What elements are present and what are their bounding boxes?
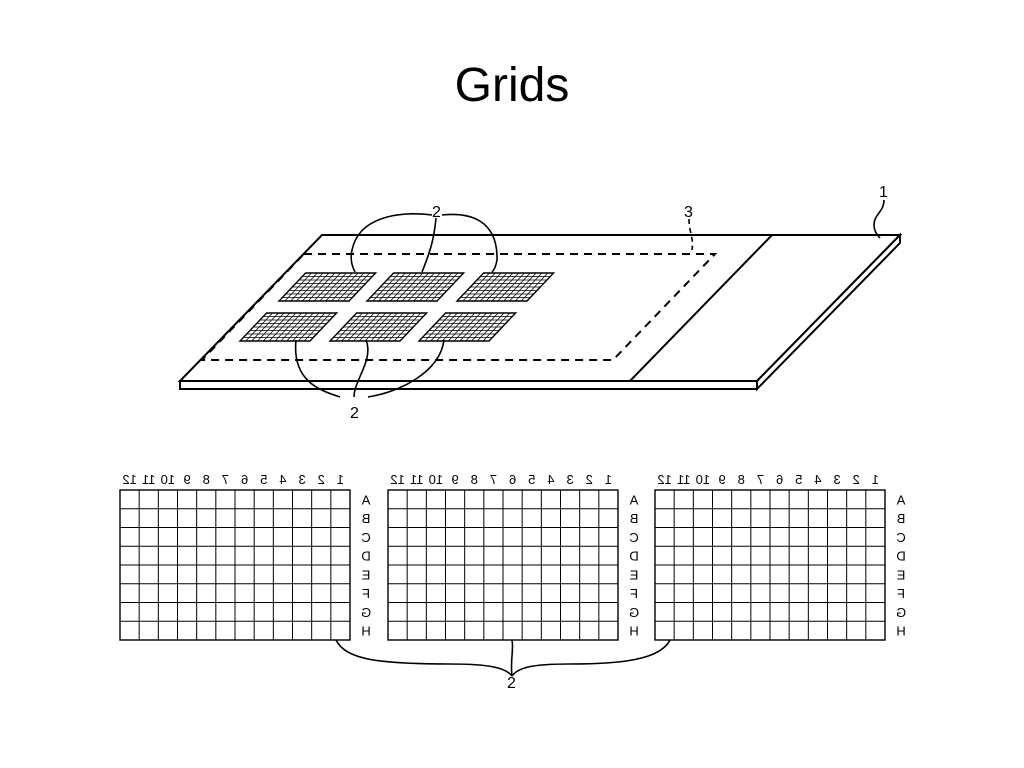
- leader-ref-2-mid-left: [294, 339, 341, 398]
- label-area-divider: [629, 234, 773, 382]
- bottom-brace: [335, 639, 671, 677]
- column-label: 1: [337, 472, 344, 487]
- row-label: B: [362, 511, 371, 526]
- slide-grid: [277, 272, 378, 302]
- slide-front-edge: [179, 380, 758, 390]
- row-label: B: [897, 511, 906, 526]
- column-label: 6: [241, 472, 248, 487]
- column-label: 1: [872, 472, 879, 487]
- row-label: E: [361, 567, 370, 582]
- column-label: 6: [776, 472, 783, 487]
- column-label: 3: [833, 472, 840, 487]
- column-label: 2: [853, 472, 860, 487]
- row-label: D: [361, 549, 370, 564]
- row-label: H: [896, 624, 905, 639]
- slide-title: Grids: [454, 59, 570, 112]
- column-label: 8: [471, 472, 478, 487]
- row-label: F: [897, 586, 905, 601]
- column-label: 2: [586, 472, 593, 487]
- brace-center: [510, 639, 514, 677]
- column-label: 11: [677, 472, 691, 487]
- column-label: 7: [757, 472, 764, 487]
- row-label: G: [629, 605, 639, 620]
- row-label: A: [896, 492, 905, 507]
- column-label: 11: [410, 472, 424, 487]
- ref-label-1: 1: [879, 184, 888, 201]
- slide-right-edge: [756, 232, 901, 392]
- column-label: 1: [605, 472, 612, 487]
- column-label: 12: [390, 472, 404, 487]
- leader-ref-2-top-left: [350, 213, 433, 273]
- leader-ref-3: [688, 218, 694, 251]
- column-label: 9: [718, 472, 725, 487]
- column-label: 3: [298, 472, 305, 487]
- ref-label-2-top: 2: [432, 204, 441, 221]
- brace-right: [511, 639, 671, 677]
- brace-left: [335, 639, 513, 677]
- column-label: 10: [429, 472, 443, 487]
- row-label: H: [361, 624, 370, 639]
- ref-label-2-bottom: 2: [507, 675, 516, 692]
- column-label: 6: [509, 472, 516, 487]
- column-label: 9: [451, 472, 458, 487]
- column-label: 10: [696, 472, 710, 487]
- row-label: H: [629, 624, 638, 639]
- leader-ref-1: [873, 199, 885, 239]
- column-label: 3: [566, 472, 573, 487]
- column-label: 4: [547, 472, 554, 487]
- leader-ref-2-top-mid: [421, 217, 437, 273]
- row-label: G: [896, 605, 906, 620]
- column-label: 12: [657, 472, 671, 487]
- slide-grid: [455, 272, 556, 302]
- column-label: 5: [260, 472, 267, 487]
- column-label: 5: [795, 472, 802, 487]
- column-label: 5: [528, 472, 535, 487]
- column-label: 4: [279, 472, 286, 487]
- row-label: C: [361, 530, 370, 545]
- row-label: A: [629, 492, 638, 507]
- ref-label-3: 3: [684, 204, 693, 221]
- row-label: C: [896, 530, 905, 545]
- column-label: 10: [161, 472, 175, 487]
- row-label: G: [361, 605, 371, 620]
- column-label: 9: [183, 472, 190, 487]
- column-label: 7: [490, 472, 497, 487]
- row-label: F: [630, 586, 638, 601]
- leader-ref-2-top-right: [441, 213, 498, 273]
- glass-slide: [177, 232, 903, 392]
- slide-grid: [417, 312, 518, 342]
- row-label: B: [630, 511, 639, 526]
- row-label: D: [896, 549, 905, 564]
- row-label: E: [629, 567, 638, 582]
- row-label: D: [629, 549, 638, 564]
- row-label: F: [362, 586, 370, 601]
- column-label: 4: [814, 472, 821, 487]
- column-label: 2: [318, 472, 325, 487]
- leader-ref-2-mid-right: [367, 339, 445, 398]
- column-label: 11: [142, 472, 156, 487]
- column-label: 7: [222, 472, 229, 487]
- slide-grids: [238, 272, 556, 342]
- row-label: C: [629, 530, 638, 545]
- column-label: 8: [738, 472, 745, 487]
- slide-grid: [328, 312, 429, 342]
- ref-label-2-mid: 2: [350, 405, 359, 422]
- slide-grid: [238, 312, 339, 342]
- well-grids: 123456789101112ABCDEFGH123456789101112AB…: [119, 472, 906, 641]
- column-label: 8: [203, 472, 210, 487]
- row-label: E: [896, 567, 905, 582]
- reaction-area-boundary: [199, 253, 718, 361]
- row-label: A: [361, 492, 370, 507]
- column-label: 12: [122, 472, 136, 487]
- leader-ref-2-mid-mid: [353, 339, 369, 398]
- leader-lines: [294, 199, 885, 398]
- slide-grid: [365, 272, 466, 302]
